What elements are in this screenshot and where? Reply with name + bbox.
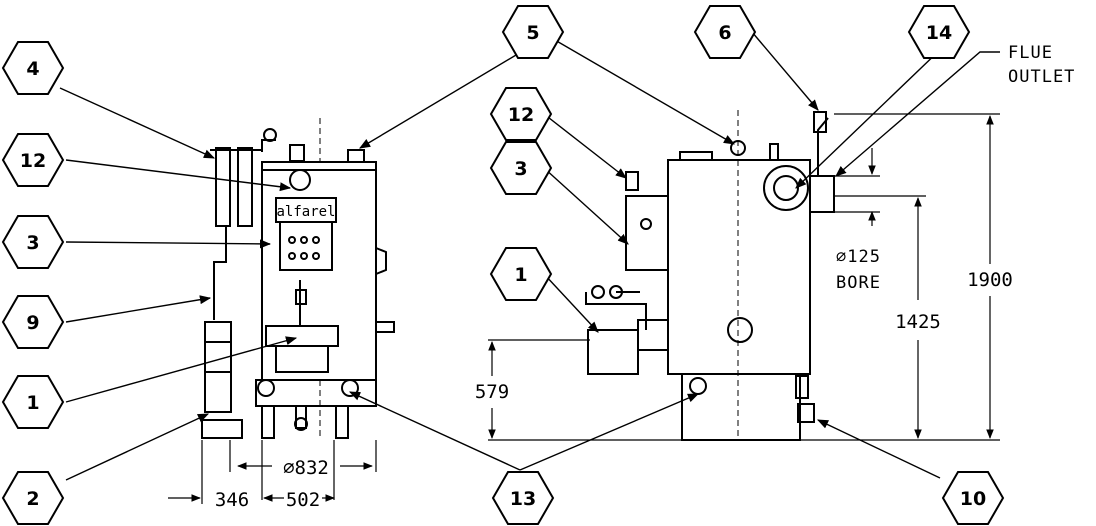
flue-label-line1: FLUE [1008, 43, 1053, 63]
brand-plate-text: alfarel [276, 204, 335, 220]
bore-label-line2: BORE [836, 273, 881, 293]
side-view [585, 110, 835, 441]
callout-12: 12 [20, 150, 46, 172]
callout-12-side: 12 [508, 104, 534, 126]
front-base-frame [255, 379, 377, 407]
side-flue-hatch [763, 165, 809, 211]
dimension-lines [168, 113, 1000, 504]
dim-579: 579 [475, 381, 509, 403]
front-sight-gauge-1 [215, 147, 231, 227]
callout-14: 14 [926, 22, 952, 44]
callout-3: 3 [26, 232, 39, 254]
front-sight-gauge-2 [237, 147, 253, 227]
flue-label-line2: OUTLET [1008, 67, 1075, 87]
dim-346: 346 [215, 489, 249, 511]
dim-502: 502 [286, 489, 320, 511]
flue-outlet [809, 175, 835, 213]
callout-1: 1 [26, 392, 39, 414]
front-pump-column [204, 321, 232, 413]
dim-1900: 1900 [967, 269, 1013, 291]
annotations: alfarel FLUE OUTLET ∅125 BORE ∅832 346 5… [215, 43, 1075, 511]
callout-10: 10 [960, 488, 986, 510]
callout-13: 13 [510, 488, 536, 510]
callout-hexagons [1, 5, 1005, 525]
bore-label-line1: ∅125 [836, 247, 881, 267]
control-panel [279, 221, 333, 271]
front-pump-base [201, 419, 243, 439]
front-view [201, 118, 395, 440]
leader-lines [59, 31, 1000, 481]
side-control-panel [625, 195, 669, 271]
callout-1-side: 1 [514, 264, 527, 286]
callout-4: 4 [26, 58, 39, 80]
dim-diameter-832: ∅832 [283, 457, 329, 479]
callout-6: 6 [718, 22, 731, 44]
callout-labels: 4 12 3 9 1 2 5 13 12 3 1 6 14 10 [20, 22, 986, 510]
front-dial [289, 169, 311, 191]
callout-3-side: 3 [514, 158, 527, 180]
callout-5: 5 [526, 22, 539, 44]
side-burner [587, 329, 639, 375]
callout-9: 9 [26, 312, 39, 334]
callout-2: 2 [26, 488, 39, 510]
side-base-stand [681, 373, 801, 441]
dim-1425: 1425 [895, 311, 941, 333]
